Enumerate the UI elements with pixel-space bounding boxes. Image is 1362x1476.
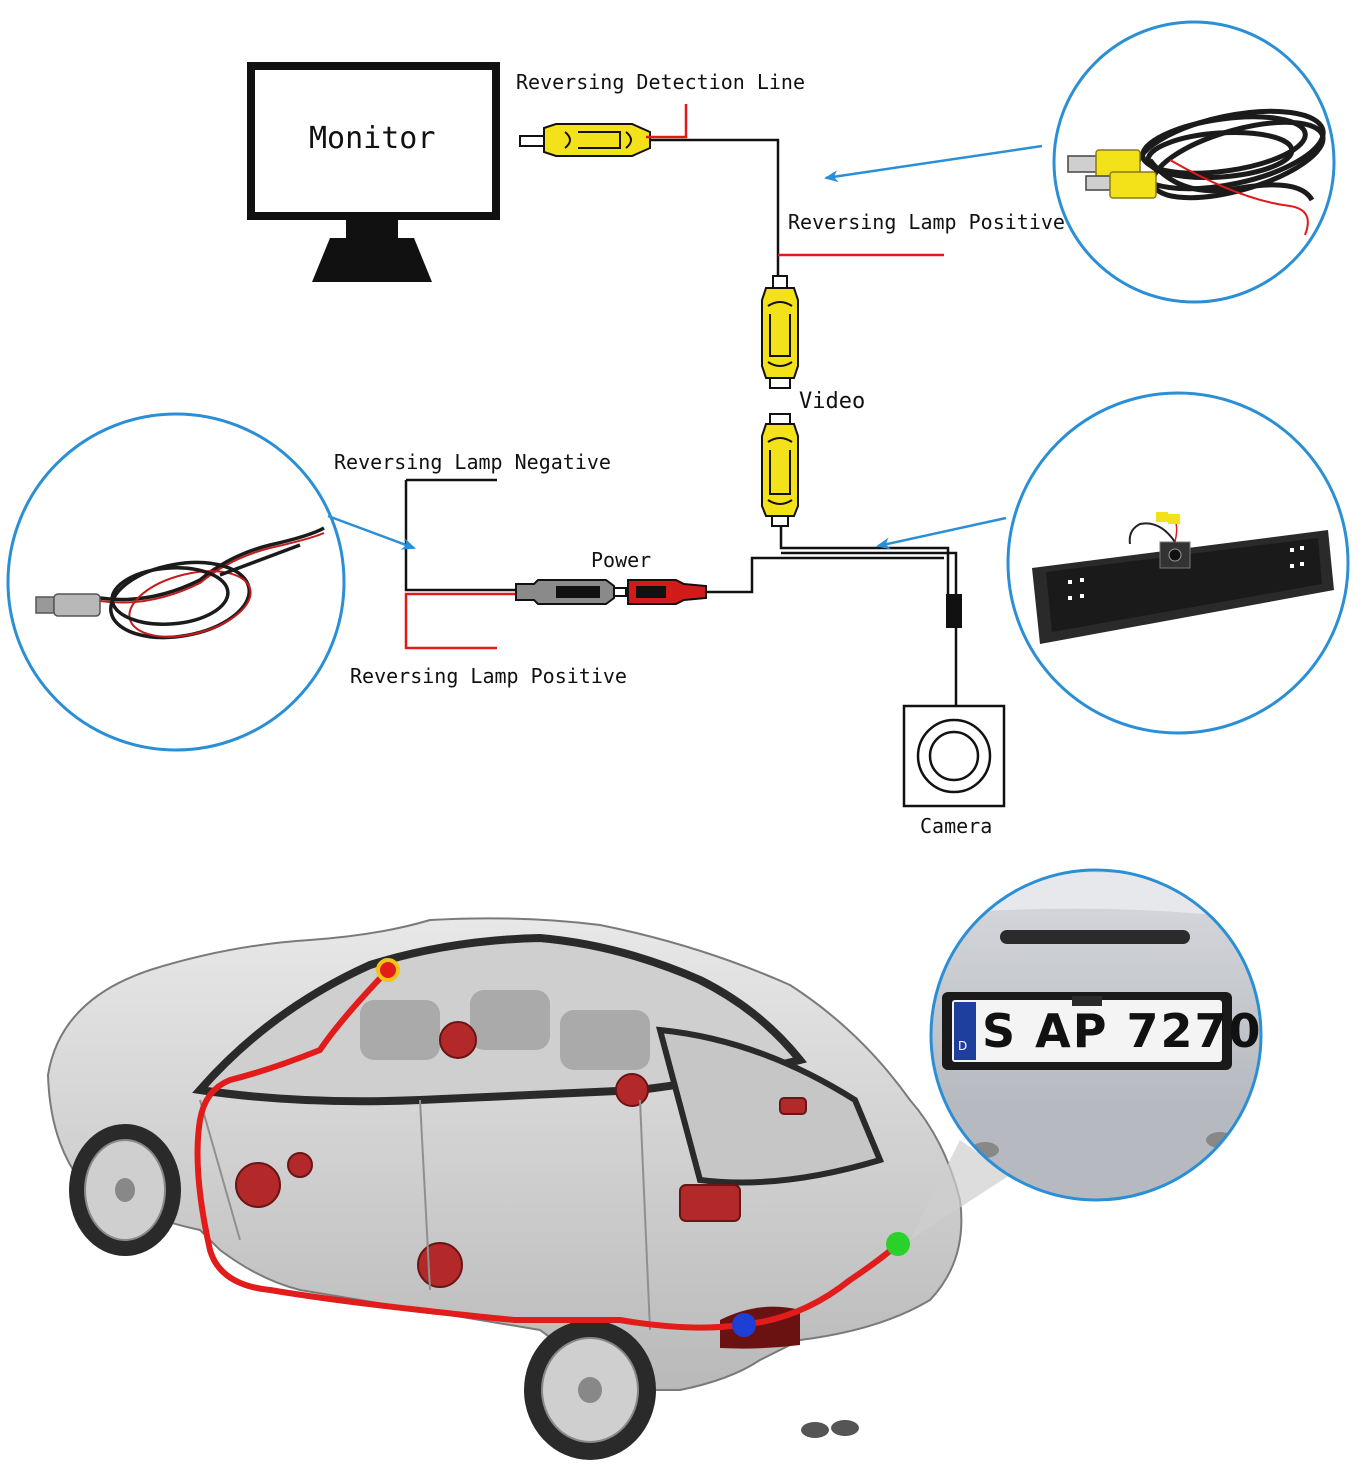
monitor-icon [247,62,500,282]
inline-fuse [946,594,962,628]
cable-callout [824,20,1336,304]
power-connector-female [627,579,707,605]
video-connector-upper [761,275,799,389]
monitor-label: Monitor [309,121,436,156]
video-rca-connector-top [519,123,651,157]
reversing-detection-line-label: Reversing Detection Line [516,70,805,94]
camera-label: Camera [920,814,993,838]
plate-frame-callout [876,391,1350,735]
power-label: Power [591,548,652,572]
reversing-lamp-negative-label: Reversing Lamp Negative [334,450,611,474]
camera-mount-dot [886,1232,910,1256]
camera-icon [902,704,1006,808]
rear-connection-dot [732,1313,756,1337]
video-connector-lower [761,413,799,527]
wire-red-bottom [404,592,516,650]
plate-country-code: D [958,1039,968,1053]
front-connection-dot [376,958,400,982]
power-connector-male [515,579,627,605]
car-illustration [46,917,963,1460]
zoom-wedge [910,1140,1010,1240]
reversing-lamp-positive-bottom-label: Reversing Lamp Positive [350,664,627,688]
power-cable-callout [6,412,416,752]
wires-top [646,104,944,278]
reversing-lamp-positive-top-label: Reversing Lamp Positive [788,210,1065,234]
video-label: Video [799,389,866,414]
plate-zoom-callout [929,868,1263,1202]
wires-middle [404,478,958,706]
license-plate-text: S AP 7270 [982,1004,1263,1058]
